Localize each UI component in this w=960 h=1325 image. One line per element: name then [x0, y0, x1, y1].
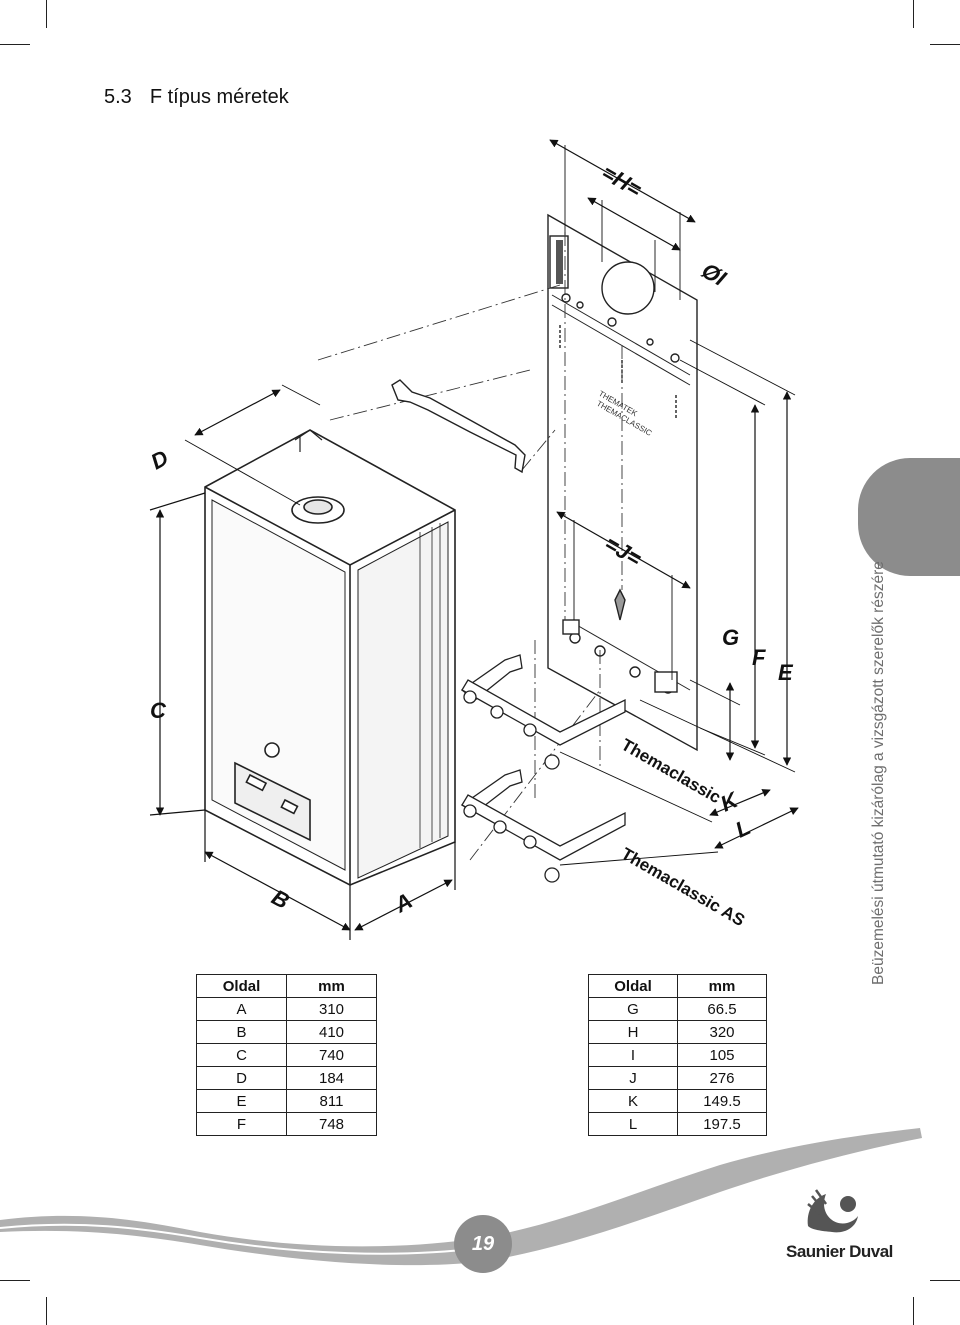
model-label-themaclassic-as: Themaclassic AS — [618, 844, 748, 930]
dim-label-c: C — [150, 698, 167, 723]
side-notice: Beüzemelési útmutató kizárólag a vizsgáz… — [870, 561, 887, 985]
column-header: Oldal — [196, 974, 287, 998]
crop-mark — [913, 0, 914, 28]
table-cell: 310 — [286, 997, 377, 1021]
brand-name: Saunier Duval — [786, 1242, 893, 1261]
column-header: Oldal — [588, 974, 678, 998]
crop-mark — [930, 44, 960, 45]
model-label-themaclassic: Themaclassic — [618, 735, 724, 807]
dim-label-i: ØI — [698, 258, 731, 292]
table-cell: A — [196, 997, 287, 1021]
dimension-lines — [149, 139, 799, 940]
section-title: F típus méretek — [149, 86, 289, 108]
dim-label-f: F — [752, 645, 766, 670]
crop-mark — [46, 1297, 47, 1325]
connection-brackets — [460, 654, 626, 883]
boiler-dimension-drawing: THEMATEK THEMACLASSIC — [147, 139, 799, 940]
table-cell: 197.5 — [677, 1112, 767, 1136]
dim-label-d: D — [147, 445, 173, 475]
dim-label-a: A — [390, 888, 417, 918]
footer-swoosh — [0, 1128, 922, 1266]
table-cell: 184 — [286, 1066, 377, 1090]
crop-mark — [0, 44, 30, 45]
table-cell: D — [196, 1066, 287, 1090]
column-header: mm — [677, 974, 767, 998]
table-cell: B — [196, 1020, 287, 1044]
side-tab — [858, 458, 960, 576]
table-cell: L — [588, 1112, 678, 1136]
dim-label-b: B — [268, 884, 294, 914]
table-cell: K — [588, 1089, 678, 1113]
table-cell: H — [588, 1020, 678, 1044]
table-cell: 276 — [677, 1066, 767, 1090]
crop-mark — [913, 1297, 914, 1325]
table-cell: 66.5 — [677, 997, 767, 1021]
table-cell: 748 — [286, 1112, 377, 1136]
table-cell: 410 — [286, 1020, 377, 1044]
dim-label-g: G — [722, 625, 739, 650]
table-cell: 811 — [286, 1089, 377, 1113]
table-cell: 320 — [677, 1020, 767, 1044]
section-heading: 5.3 F típus méretek — [104, 86, 289, 109]
table-cell: I — [588, 1043, 678, 1067]
table-cell: G — [588, 997, 678, 1021]
table-cell: F — [196, 1112, 287, 1136]
table-header-row: Oldal mm — [196, 974, 377, 998]
table-cell: E — [196, 1089, 287, 1113]
table-cell: C — [196, 1043, 287, 1067]
crop-mark — [930, 1280, 960, 1281]
column-header: mm — [286, 974, 377, 998]
section-number: 5.3 — [104, 86, 132, 108]
crop-mark — [46, 0, 47, 28]
table-cell: 105 — [677, 1043, 767, 1067]
dim-label-e: E — [778, 660, 794, 685]
dim-label-h: =H= — [598, 160, 647, 203]
brand-logo-icon — [807, 1189, 858, 1233]
table-header-row: Oldal mm — [588, 974, 767, 998]
boiler-body — [204, 429, 456, 886]
wall-template: THEMATEK THEMACLASSIC — [547, 213, 698, 752]
page-number: 19 — [454, 1215, 512, 1273]
crop-mark — [0, 1280, 30, 1281]
table-cell: J — [588, 1066, 678, 1090]
table-cell: 740 — [286, 1043, 377, 1067]
mounting-rail — [391, 379, 526, 474]
table-cell: 149.5 — [677, 1089, 767, 1113]
